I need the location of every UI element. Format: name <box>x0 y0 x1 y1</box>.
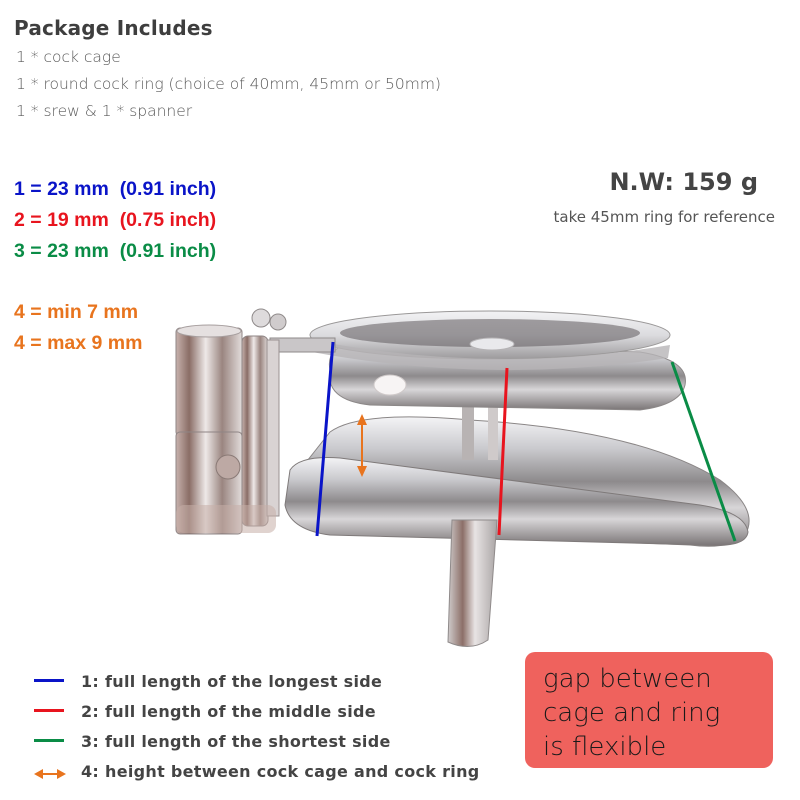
dimension-2: 2 = 19 mm (0.75 inch) <box>14 209 217 231</box>
legend-item-2: 2: full length of the middle side <box>34 696 480 726</box>
net-weight-note: take 45mm ring for reference <box>553 208 775 226</box>
double-arrow-icon <box>34 765 68 779</box>
legend: 1: full length of the longest side 2: fu… <box>34 666 480 786</box>
legend-item-4: 4: height between cock cage and cock rin… <box>34 756 480 786</box>
legend-item-3: 3: full length of the shortest side <box>34 726 480 756</box>
dimension-1: 1 = 23 mm (0.91 inch) <box>14 178 217 200</box>
dimension-3: 3 = 23 mm (0.91 inch) <box>14 240 217 262</box>
green-line-icon <box>34 735 68 747</box>
flexible-gap-callout: gap between cage and ring is flexible <box>525 652 773 768</box>
package-item: 1 * cock cage <box>16 48 121 66</box>
package-item: 1 * round cock ring (choice of 40mm, 45m… <box>16 75 441 93</box>
legend-item-1: 1: full length of the longest side <box>34 666 480 696</box>
red-line-icon <box>34 705 68 717</box>
dimension-4-max: 4 = max 9 mm <box>14 332 143 354</box>
package-title: Package Includes <box>14 16 213 40</box>
dimension-4-min: 4 = min 7 mm <box>14 301 139 323</box>
package-item: 1 * srew & 1 * spanner <box>16 102 193 120</box>
dimension-list: 1 = 23 mm (0.91 inch) 2 = 19 mm (0.75 in… <box>14 174 216 359</box>
package-list: 1 * cock cage 1 * round cock ring (choic… <box>16 44 441 125</box>
net-weight: N.W: 159 g <box>609 168 758 196</box>
blue-line-icon <box>34 675 68 687</box>
